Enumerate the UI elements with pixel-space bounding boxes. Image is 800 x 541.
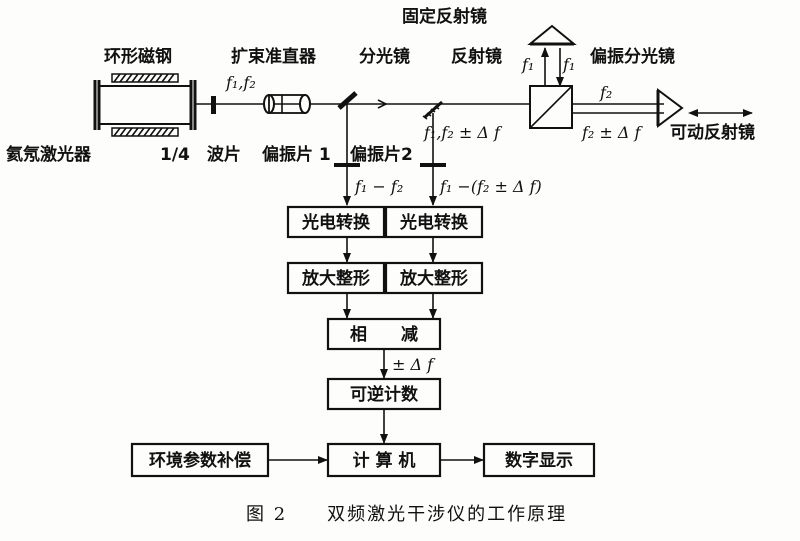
figure-caption: 图 2 双频激光干涉仪的工作原理 [246, 504, 567, 525]
label-beam-expander: 扩束准直器 [231, 46, 317, 67]
text-amp-left: 放大整形 [301, 268, 370, 289]
math-f1-right: f₁ [562, 55, 575, 74]
box-pe-left [286, 205, 386, 239]
box-counter [326, 377, 442, 411]
text-env-comp: 环境参数补偿 [149, 450, 251, 471]
ring-magnet-icon [111, 73, 179, 137]
label-fixed-mirror: 固定反射镜 [402, 6, 487, 27]
label-movable-mirror: 可动反射镜 [670, 122, 755, 143]
box-display [482, 442, 596, 478]
polarizing-beam-splitter-icon [529, 85, 573, 129]
text-amp-right: 放大整形 [399, 268, 468, 289]
text-pe-right: 光电转换 [399, 212, 469, 233]
math-pm-delta: ± Δ f [392, 355, 436, 374]
beam-splitter-icon [337, 91, 358, 110]
label-quarter-wave: 1/4 波片 [160, 144, 241, 165]
label-beam-splitter: 分光镜 [359, 46, 410, 67]
beam-arrowhead [377, 99, 388, 109]
math-diff-left: f₁ − f₂ [354, 177, 403, 196]
text-subtract: 相 减 [350, 324, 418, 345]
math-f2-right: f₂ [599, 83, 612, 102]
math-f1f2-laser: f₁,f₂ [225, 73, 256, 92]
box-amp-left [286, 261, 386, 295]
text-pe-left: 光电转换 [301, 212, 371, 233]
movement-arrowhead-left [688, 109, 698, 117]
laser-tube [93, 80, 197, 130]
math-diff-right: f₁ −(f₂ ± Δ f) [439, 177, 542, 196]
math-f1f2-delta: f₁,f₂ ± Δ f [423, 123, 503, 142]
label-mirror: 反射镜 [451, 46, 502, 67]
label-laser: 氦氖激光器 [6, 144, 92, 165]
polarizer-2 [420, 163, 446, 167]
math-f2-delta: f₂ ± Δ f [581, 123, 644, 142]
mirror-icon [422, 100, 443, 120]
box-pe-right [384, 205, 484, 239]
quarter-wave-plate [211, 96, 216, 114]
box-subtract [326, 317, 442, 351]
polarizer-1 [334, 163, 360, 167]
label-polarizer-2: 偏振片2 [350, 144, 413, 165]
text-counter: 可逆计数 [350, 384, 419, 405]
beam-expander-icon [263, 94, 311, 114]
label-polarizer-1: 偏振片 1 [262, 144, 331, 165]
text-computer: 计 算 机 [353, 450, 416, 471]
box-computer [326, 442, 442, 478]
label-ring-magnet: 环形磁钢 [104, 46, 172, 67]
movable-mirror-icon [656, 88, 684, 128]
box-env-comp [130, 442, 270, 478]
math-f1-left: f₁ [521, 55, 534, 74]
fixed-mirror-icon [527, 24, 577, 46]
text-display: 数字显示 [505, 450, 573, 471]
label-polarizing-splitter: 偏振分光镜 [590, 46, 675, 67]
box-amp-right [384, 261, 484, 295]
